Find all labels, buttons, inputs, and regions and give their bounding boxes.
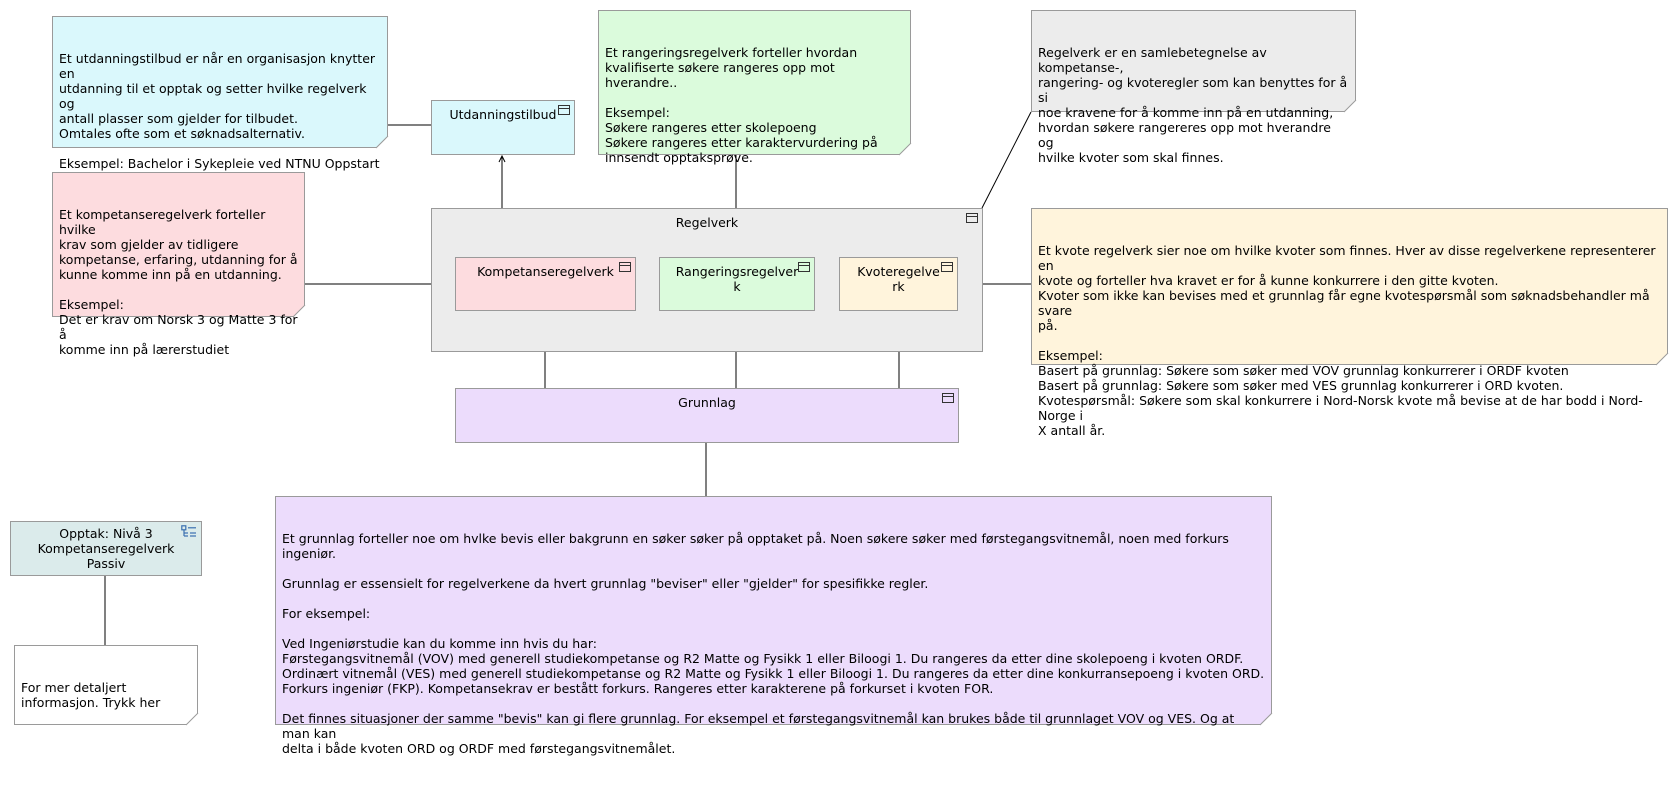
element-rangeringsregelverk[interactable]: Rangeringsregelver k xyxy=(659,257,815,311)
note-kvoteregelverk-text: Et kvote regelverk sier noe om hvilke kv… xyxy=(1038,243,1656,438)
fold-corner xyxy=(292,304,306,318)
fold-corner xyxy=(1259,712,1273,726)
element-utdanningstilbud[interactable]: Utdanningstilbud xyxy=(431,100,575,155)
note-rangeringsregelverk: Et rangeringsregelverk forteller hvordan… xyxy=(598,10,912,165)
note-kvoteregelverk: Et kvote regelverk sier noe om hvilke kv… xyxy=(1031,208,1669,438)
element-kompetanseregelverk-label: Kompetanseregelverk xyxy=(477,264,614,279)
fold-corner xyxy=(185,712,199,726)
application-component-icon xyxy=(619,262,631,272)
application-component-icon xyxy=(558,105,570,115)
fold-corner xyxy=(898,142,912,156)
application-component-icon xyxy=(942,393,954,403)
element-rangeringsregelverk-label: Rangeringsregelver k xyxy=(675,264,799,294)
detail-link-text[interactable]: For mer detaljert informasjon. Trykk her xyxy=(21,680,161,710)
fold-corner xyxy=(375,135,389,149)
group-regelverk-label: Regelverk xyxy=(675,215,739,230)
application-component-icon xyxy=(941,262,953,272)
note-grunnlag: Et grunnlag forteller noe om hvlke bevis… xyxy=(275,496,1273,756)
note-kompetanseregelverk: Et kompetanseregelverk forteller hvilke … xyxy=(52,172,306,357)
note-regelverk-text: Regelverk er en samlebetegnelse av kompe… xyxy=(1038,45,1348,165)
note-detalj-link[interactable]: For mer detaljert informasjon. Trykk her xyxy=(14,645,199,726)
note-rangeringsregelverk-text: Et rangeringsregelverk forteller hvordan… xyxy=(605,45,878,165)
element-grunnlag-label: Grunnlag xyxy=(678,395,736,410)
element-opptak-label: Opptak: Nivå 3 Kompetanseregelverk Passi… xyxy=(37,526,175,571)
element-kvoteregelverk[interactable]: Kvoteregelve rk xyxy=(839,257,958,311)
note-regelverk: Regelverk er en samlebetegnelse av kompe… xyxy=(1031,10,1357,165)
note-utdanningstilbud: Et utdanningstilbud er når en organisasj… xyxy=(52,16,389,186)
fold-corner xyxy=(1655,352,1669,366)
note-grunnlag-text: Et grunnlag forteller noe om hvlke bevis… xyxy=(282,531,1265,756)
note-utdanningstilbud-text: Et utdanningstilbud er når en organisasj… xyxy=(59,51,380,186)
element-grunnlag[interactable]: Grunnlag xyxy=(455,388,959,443)
application-component-icon xyxy=(966,213,978,223)
element-opptak[interactable]: Opptak: Nivå 3 Kompetanseregelverk Passi… xyxy=(10,521,202,576)
arrowhead xyxy=(498,154,506,163)
process-list-icon xyxy=(181,525,196,537)
element-utdanningstilbud-label: Utdanningstilbud xyxy=(449,107,557,122)
element-kompetanseregelverk[interactable]: Kompetanseregelverk xyxy=(455,257,636,311)
note-kompetanseregelverk-text: Et kompetanseregelverk forteller hvilke … xyxy=(59,207,298,357)
application-component-icon xyxy=(798,262,810,272)
connector-regelverk-note xyxy=(981,111,1032,209)
fold-corner xyxy=(1343,99,1357,113)
element-kvoteregelverk-label: Kvoteregelve rk xyxy=(857,264,940,294)
